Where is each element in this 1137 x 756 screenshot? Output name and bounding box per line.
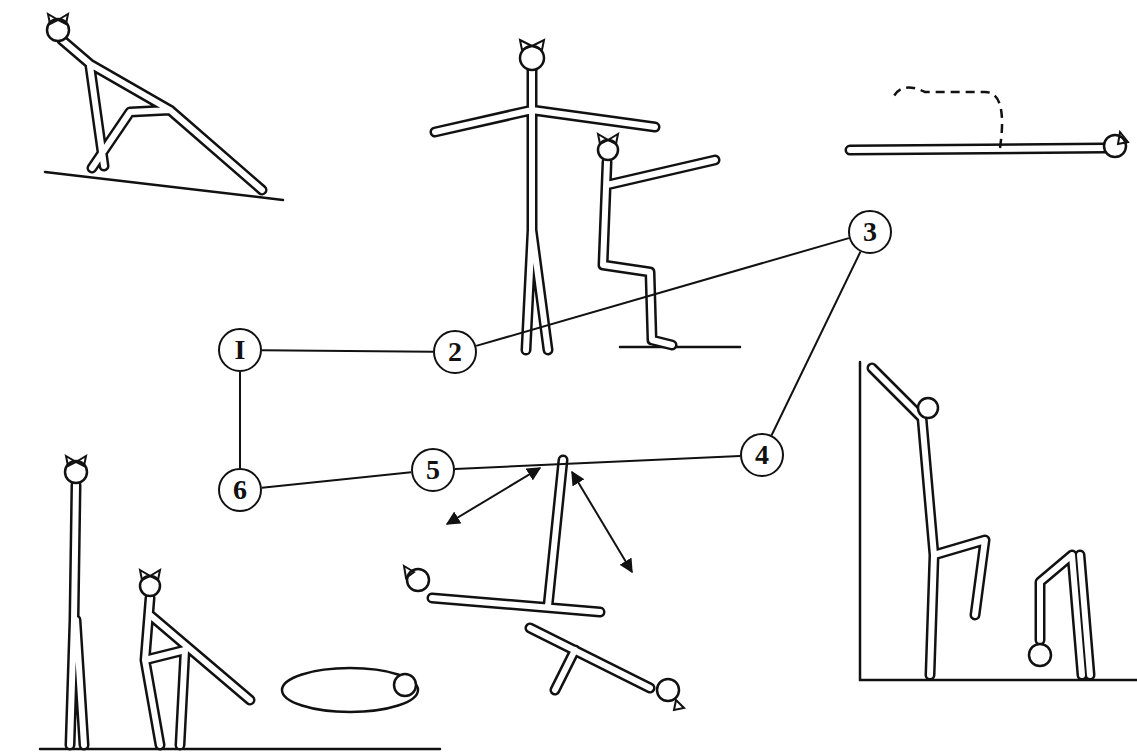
head bbox=[1104, 135, 1126, 157]
heads bbox=[47, 19, 1126, 712]
hair-bows bbox=[48, 14, 1128, 710]
lying-figure bbox=[850, 148, 1105, 150]
head bbox=[394, 674, 416, 696]
hair-bow bbox=[520, 40, 544, 50]
station-number: 3 bbox=[863, 218, 877, 246]
motion-arrow bbox=[447, 468, 540, 524]
standing-figure bbox=[435, 70, 655, 350]
wall-corner bbox=[860, 362, 1137, 680]
raised-leg-dashed bbox=[892, 88, 1002, 149]
circuit-line bbox=[455, 456, 740, 469]
circuit-line bbox=[239, 372, 241, 468]
hair-bow bbox=[1118, 132, 1128, 144]
circuit-line bbox=[476, 238, 849, 346]
sequence-figure bbox=[70, 485, 250, 745]
hair-bow bbox=[674, 700, 684, 710]
lying-figure bbox=[850, 148, 1105, 150]
head bbox=[657, 679, 679, 701]
station-circle: 3 bbox=[848, 210, 892, 254]
squat-figure bbox=[603, 160, 715, 345]
curled-body bbox=[282, 668, 418, 712]
motion-arrow bbox=[572, 472, 632, 572]
circuit-line bbox=[772, 252, 861, 435]
head bbox=[918, 398, 938, 418]
hair-bow bbox=[140, 570, 160, 580]
head bbox=[407, 569, 429, 591]
wall-figure bbox=[872, 368, 985, 675]
head bbox=[1029, 644, 1051, 666]
station-number: I bbox=[235, 336, 246, 364]
station-number: 6 bbox=[233, 476, 247, 504]
squat-figure bbox=[603, 160, 715, 345]
figure-cores bbox=[62, 40, 1105, 745]
motion-arrows bbox=[447, 468, 632, 572]
station-circle: 5 bbox=[411, 448, 455, 492]
station-number: 4 bbox=[755, 441, 769, 469]
lunge-figure bbox=[62, 40, 262, 190]
station-circle: 2 bbox=[433, 330, 477, 374]
circuit-line bbox=[262, 350, 433, 352]
station-circle: I bbox=[218, 328, 262, 372]
station-number: 2 bbox=[448, 338, 462, 366]
lunge-figure bbox=[62, 40, 262, 190]
hair-bow bbox=[598, 134, 618, 144]
ground-line bbox=[620, 346, 740, 349]
ground-line bbox=[40, 748, 440, 751]
pair-figure bbox=[432, 460, 650, 690]
pair-figure bbox=[432, 460, 650, 690]
wall-figure bbox=[872, 368, 985, 675]
station-circle: 4 bbox=[740, 433, 784, 477]
hair-bow bbox=[66, 456, 86, 466]
sequence-figure bbox=[70, 485, 250, 745]
standing-figure bbox=[435, 70, 655, 350]
station-circle: 6 bbox=[218, 468, 262, 512]
hair-bow bbox=[404, 566, 414, 578]
figure-outlines bbox=[62, 40, 1105, 745]
hair-bow bbox=[48, 14, 68, 24]
station-number: 5 bbox=[426, 456, 440, 484]
circuit-line bbox=[262, 472, 411, 487]
ground-lines bbox=[40, 172, 1137, 749]
